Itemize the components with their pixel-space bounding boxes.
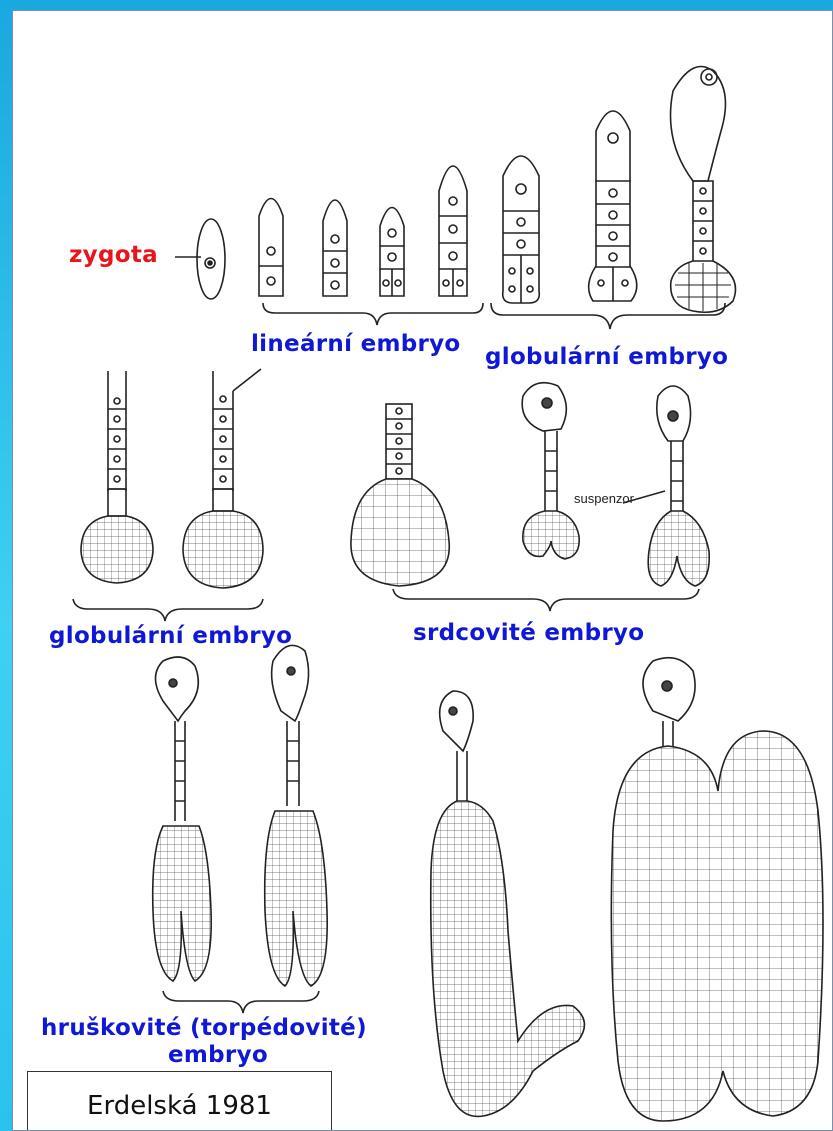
bracket-globular-mid xyxy=(73,599,263,621)
citation-text: Erdelská 1981 xyxy=(87,1091,272,1121)
label-globular-embryo-mid: globulární embryo xyxy=(49,623,292,649)
globular-embryo-early-2 xyxy=(589,111,637,301)
embryo-development-illustration xyxy=(13,11,833,1131)
label-heart-embryo: srdcovité embryo xyxy=(413,620,644,646)
citation-box: Erdelská 1981 xyxy=(27,1071,332,1131)
heart-embryo-3 xyxy=(623,386,709,586)
bracket-heart xyxy=(393,589,699,611)
bracket-torpedo xyxy=(163,991,319,1013)
label-torpedo-line1: hruškovité (torpédovité) xyxy=(41,1015,367,1041)
label-zygota: zygota xyxy=(69,242,158,268)
label-suspensor: suspenzor xyxy=(574,491,634,506)
heart-embryo-1 xyxy=(351,404,449,586)
label-globular-embryo-top: globulární embryo xyxy=(485,344,728,370)
linear-embryo-1 xyxy=(259,199,283,297)
globular-embryo-early-3 xyxy=(671,67,736,313)
linear-embryo-4 xyxy=(439,166,467,296)
linear-embryo-3 xyxy=(380,208,404,297)
label-linear-embryo: lineární embryo xyxy=(251,331,461,357)
slide-canvas: zygota lineární embryo globulární embryo… xyxy=(12,10,833,1131)
torpedo-embryo-1 xyxy=(153,657,211,981)
bracket-globular-top xyxy=(491,303,725,329)
globular-embryo-early-1 xyxy=(503,156,540,303)
bracket-linear xyxy=(263,303,483,325)
label-torpedo-line2: embryo xyxy=(168,1042,268,1068)
torpedo-embryo-2 xyxy=(265,645,327,986)
globular-embryo-mid-1 xyxy=(81,371,153,583)
linear-embryo-2 xyxy=(323,200,347,296)
mature-embryo-bent xyxy=(431,691,585,1116)
zygote-cell xyxy=(175,219,225,299)
mature-embryo-folded xyxy=(611,658,823,1121)
heart-embryo-2 xyxy=(522,383,579,559)
globular-embryo-mid-2 xyxy=(183,369,263,588)
